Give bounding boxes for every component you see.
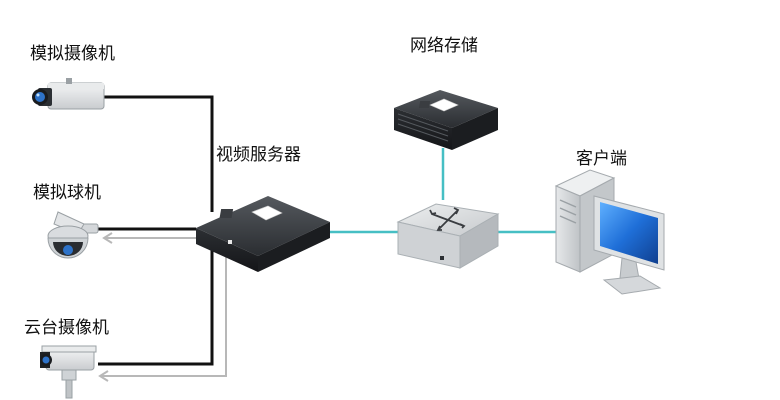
video-server-icon xyxy=(196,196,330,272)
label-ptz-camera: 云台摄像机 xyxy=(24,318,109,338)
label-analog-dome: 模拟球机 xyxy=(33,183,101,203)
box-camera-icon xyxy=(32,78,105,110)
arrow-to-ptz xyxy=(98,370,109,382)
dome-camera-icon xyxy=(47,211,99,259)
network-lines xyxy=(330,148,556,234)
line-analog-camera-to-server xyxy=(103,95,214,212)
label-client: 客户端 xyxy=(576,149,627,169)
label-video-server: 视频服务器 xyxy=(216,145,301,165)
label-analog-camera: 模拟摄像机 xyxy=(30,44,115,64)
ptz-camera-icon xyxy=(40,345,97,399)
network-switch-icon xyxy=(396,203,500,269)
line-ptz-to-server xyxy=(98,250,214,366)
return-lines xyxy=(98,232,227,382)
nas-icon xyxy=(394,90,498,150)
control-lines xyxy=(96,95,214,366)
label-network-storage: 网络存储 xyxy=(410,36,478,56)
arrow-to-dome xyxy=(102,232,113,244)
desktop-computer-icon xyxy=(554,169,665,295)
line-server-to-ptz xyxy=(102,252,227,377)
